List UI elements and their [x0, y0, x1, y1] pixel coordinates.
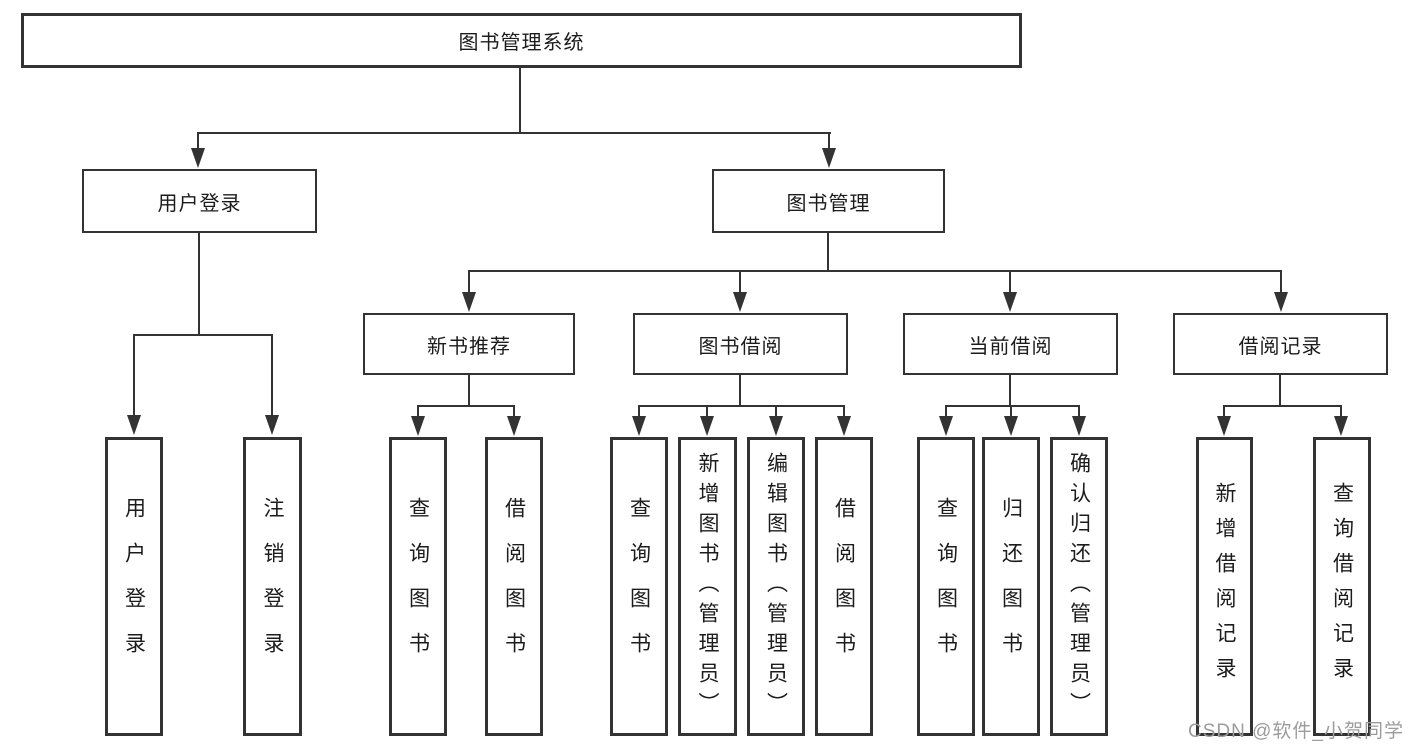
node-root-library-system: 图书管理系统: [21, 13, 1022, 68]
leaf-edit-books-admin: 编辑图书（管理员）: [747, 437, 805, 736]
node-label: 用户登录: [122, 496, 146, 677]
connector-line: [638, 405, 640, 416]
leaf-borrow-books-borrow: 借阅图书: [815, 437, 873, 736]
node-label: 编辑图书（管理员）: [764, 451, 788, 722]
connector-line: [197, 132, 831, 134]
leaf-query-books-recommend: 查询图书: [389, 437, 447, 736]
arrow-down-icon: [733, 292, 747, 312]
node-label: 借阅记录: [1238, 335, 1323, 358]
connector-line: [468, 375, 470, 407]
connector-line: [1279, 375, 1281, 407]
connector-line: [843, 405, 845, 416]
connector-line: [198, 233, 200, 336]
arrow-down-icon: [411, 416, 425, 436]
connector-line: [417, 405, 419, 416]
arrow-down-icon: [1334, 416, 1348, 436]
node-label: 借阅图书: [502, 496, 526, 677]
node-label: 图书管理: [786, 192, 871, 215]
node-book-management: 图书管理: [712, 169, 945, 233]
node-label: 新增借阅记录: [1213, 481, 1236, 692]
node-user-login: 用户登录: [82, 169, 317, 233]
csdn-watermark: CSDN @软件_小贺同学: [1188, 721, 1404, 742]
arrow-down-icon: [507, 416, 521, 436]
connector-line: [417, 405, 515, 407]
connector-line: [468, 270, 1282, 272]
node-label: 当前借阅: [968, 335, 1053, 358]
connector-line: [1010, 405, 1012, 416]
arrow-down-icon: [265, 415, 279, 435]
arrow-down-icon: [462, 292, 476, 312]
connector-line: [1280, 270, 1282, 292]
connector-line: [1009, 375, 1011, 407]
connector-line: [519, 68, 521, 132]
leaf-add-borrow-record: 新增借阅记录: [1196, 437, 1253, 736]
leaf-logout-login: 注销登录: [243, 437, 302, 736]
node-label: 图书管理系统: [458, 32, 585, 54]
connector-line: [827, 233, 829, 272]
node-label: 确认归还（管理员）: [1067, 451, 1091, 722]
arrow-down-icon: [191, 148, 205, 168]
connector-line: [945, 405, 947, 416]
leaf-user-login: 用户登录: [105, 437, 163, 736]
leaf-return-books: 归还图书: [982, 437, 1040, 736]
connector-line: [197, 132, 199, 148]
node-label: 注销登录: [261, 496, 284, 677]
arrow-down-icon: [1274, 292, 1288, 312]
connector-line: [1340, 405, 1342, 416]
arrow-down-icon: [769, 416, 783, 436]
arrow-down-icon: [822, 148, 836, 168]
connector-line: [513, 405, 515, 416]
node-label: 查询图书: [934, 496, 958, 677]
node-label: 查询图书: [627, 496, 651, 677]
arrow-down-icon: [939, 416, 953, 436]
leaf-borrow-books-recommend: 借阅图书: [485, 437, 543, 736]
node-label: 借阅图书: [832, 496, 856, 677]
connector-line: [1009, 270, 1011, 292]
node-label: 用户登录: [157, 192, 242, 215]
node-borrowing-records: 借阅记录: [1173, 313, 1388, 375]
connector-line: [1223, 405, 1342, 407]
connector-line: [468, 270, 470, 292]
node-new-book-recommend: 新书推荐: [363, 313, 575, 375]
connector-line: [706, 405, 708, 416]
connector-line: [271, 334, 273, 415]
leaf-query-books-current: 查询图书: [917, 437, 975, 736]
node-label: 归还图书: [999, 496, 1023, 677]
leaf-add-books-admin: 新增图书（管理员）: [678, 437, 737, 736]
leaf-query-borrow-record: 查询借阅记录: [1313, 437, 1371, 736]
node-label: 查询借阅记录: [1330, 481, 1354, 692]
connector-line: [739, 375, 741, 407]
arrow-down-icon: [1217, 416, 1231, 436]
node-label: 图书借阅: [698, 335, 783, 358]
connector-line: [945, 405, 1079, 407]
arrow-down-icon: [837, 416, 851, 436]
connector-line: [739, 270, 741, 292]
node-current-borrowing: 当前借阅: [903, 313, 1118, 375]
connector-line: [638, 405, 844, 407]
arrow-down-icon: [700, 416, 714, 436]
node-book-borrowing: 图书借阅: [633, 313, 848, 375]
arrow-down-icon: [632, 416, 646, 436]
leaf-confirm-return-admin: 确认归还（管理员）: [1050, 437, 1108, 736]
node-label: 查询图书: [406, 496, 430, 677]
connector-line: [133, 334, 273, 336]
node-label: 新增图书（管理员）: [696, 451, 719, 722]
leaf-query-books-borrow: 查询图书: [610, 437, 668, 736]
arrow-down-icon: [1072, 416, 1086, 436]
arrow-down-icon: [1004, 416, 1018, 436]
connector-line: [775, 405, 777, 416]
connector-line: [1078, 405, 1080, 416]
arrow-down-icon: [1003, 292, 1017, 312]
arrow-down-icon: [127, 415, 141, 435]
node-label: 新书推荐: [427, 335, 511, 358]
connector-line: [1223, 405, 1225, 416]
connector-line: [133, 334, 135, 415]
connector-line: [828, 132, 830, 148]
